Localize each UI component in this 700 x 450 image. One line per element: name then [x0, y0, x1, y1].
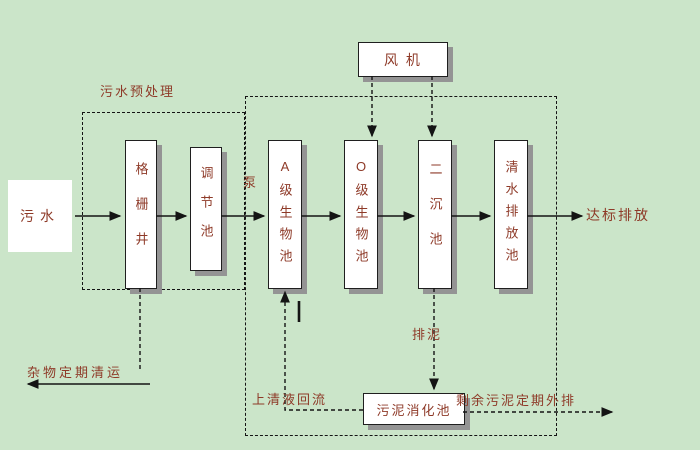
- a-bio-tank-label: A级生物池: [277, 158, 293, 271]
- pretreatment-title: 污水预处理: [100, 84, 176, 99]
- debris-removal-label: 杂物定期清运: [27, 365, 124, 380]
- o-bio-tank: O级生物池: [344, 140, 378, 289]
- sludge-digestion-box: 污泥消化池: [363, 393, 465, 425]
- sludge-drain-label: 排泥: [412, 327, 443, 342]
- sludge-digestion-label: 污泥消化池: [376, 402, 452, 418]
- fan-label: 风 机: [384, 51, 422, 68]
- biological-treatment-group-box: [245, 96, 557, 436]
- influent-box: 污水: [8, 180, 72, 252]
- supernatant-return-label: 上清液回流: [252, 392, 328, 407]
- regulating-tank-label: 调节池: [198, 165, 214, 253]
- fan-box: 风 机: [358, 42, 448, 77]
- regulating-tank: 调节池: [190, 147, 222, 271]
- clear-water-tank-label: 清水排放池: [503, 159, 519, 270]
- pump-label: 泵: [243, 175, 259, 190]
- o-bio-tank-label: O级生物池: [353, 158, 369, 271]
- grid-well-label: 格栅井: [133, 162, 149, 267]
- a-bio-tank: A级生物池: [268, 140, 302, 289]
- excess-sludge-label: 剩余污泥定期外排: [456, 393, 577, 408]
- grid-well-tank: 格栅井: [125, 140, 157, 289]
- pretreatment-group-box: [82, 112, 245, 290]
- influent-label: 污水: [20, 208, 60, 224]
- secondary-clarifier-tank: 二沉池: [418, 140, 452, 289]
- clear-water-tank: 清水排放池: [494, 140, 528, 289]
- standard-discharge-label: 达标排放: [586, 207, 650, 223]
- secondary-clarifier-label: 二沉池: [427, 162, 443, 267]
